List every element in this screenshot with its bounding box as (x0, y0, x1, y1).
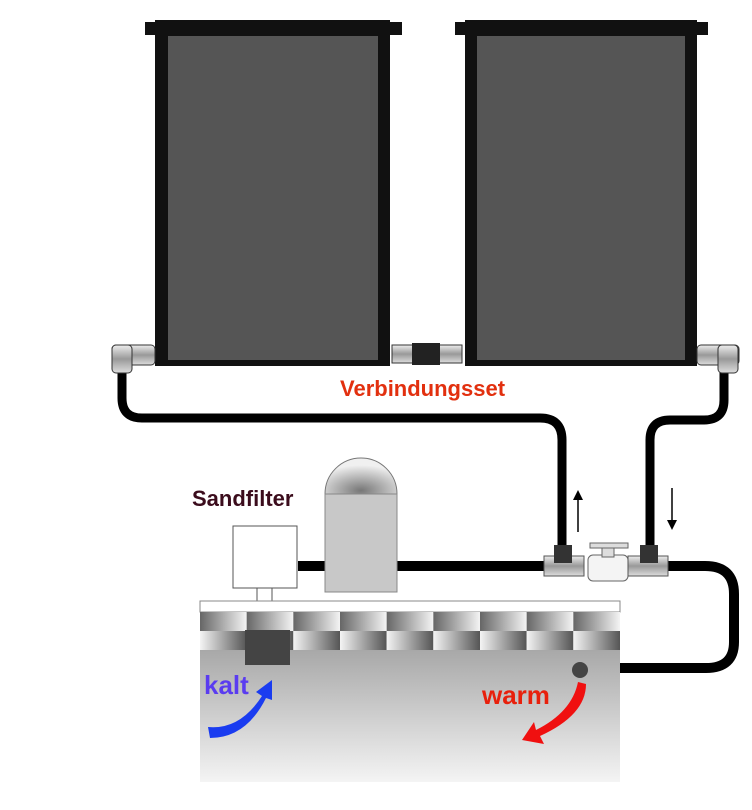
hose-left (117, 368, 567, 552)
pool-tile (293, 631, 340, 650)
sand-filter-label: Sandfilter (192, 486, 294, 511)
solar-panel-right (455, 20, 708, 366)
hose-right (645, 368, 729, 552)
skimmer (245, 630, 290, 665)
solar-panel-left (145, 20, 402, 366)
pool-tile (480, 612, 527, 631)
pool-tile (340, 612, 387, 631)
warm-label: warm (482, 680, 550, 710)
flow-down-arrow (667, 488, 677, 530)
pool-tile (433, 612, 480, 631)
ball-valve[interactable] (587, 542, 629, 582)
pool-tile (200, 631, 247, 650)
sand-filter (324, 457, 398, 593)
main-pipe (298, 561, 739, 673)
pool-tile (526, 612, 574, 631)
flow-up-arrow (573, 490, 583, 532)
elbow-connector-right (696, 344, 740, 374)
tee-fitting-right (627, 545, 669, 577)
pool-tile (386, 631, 434, 650)
panel-coupler (391, 343, 463, 365)
pool-tile (246, 612, 294, 631)
pool-tile (293, 612, 340, 631)
pool-tile (573, 612, 620, 631)
tee-fitting-left (543, 545, 585, 577)
connection-set-label: Verbindungsset (340, 376, 506, 401)
pool-tile (200, 612, 247, 631)
cold-label: kalt (204, 670, 249, 700)
pool (199, 600, 621, 782)
pool-tile (386, 612, 434, 631)
pool-tile (480, 631, 527, 650)
return-nozzle (572, 662, 588, 678)
elbow-connector-left (111, 344, 156, 374)
cold-flow-arrow (208, 680, 272, 738)
pump (232, 525, 298, 602)
warm-flow-arrow (522, 682, 586, 744)
pool-tile (433, 631, 480, 650)
pool-tile (573, 631, 620, 650)
pool-tile (526, 631, 574, 650)
pool-tile (340, 631, 387, 650)
